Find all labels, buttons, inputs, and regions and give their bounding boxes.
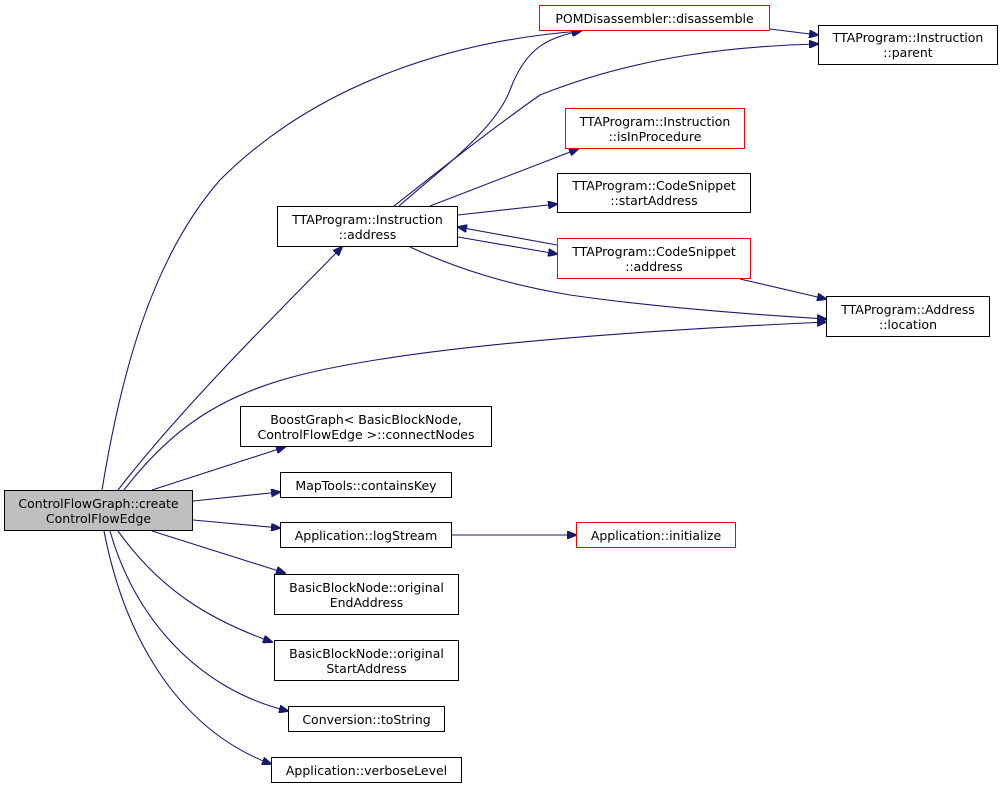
node-label-line1: TTAProgram::CodeSnippet — [572, 178, 736, 193]
node-label-line2: ::address — [338, 226, 397, 242]
node-label-line1: TTAProgram::Instruction — [292, 211, 443, 227]
node-label-line2: EndAddress — [329, 594, 404, 610]
node-label-line1: Application::initialize — [590, 527, 722, 543]
node-boostgraph-connectnodes[interactable]: BoostGraph< BasicBlockNode, ControlFlowE… — [240, 406, 492, 447]
node-pomdisassembler-disassemble[interactable]: POMDisassembler::disassemble — [539, 5, 770, 31]
edge-address-to-location — [409, 246, 826, 319]
edge-address-to-snippet-startaddress — [457, 204, 557, 216]
edge-root-to-startaddress — [117, 530, 272, 642]
node-label-line2: ::location — [878, 316, 938, 332]
node-label-line2: ControlFlowEdge — [45, 510, 152, 526]
node-label-line1: TTAProgram::Instruction — [579, 113, 731, 129]
edge-root-to-pom-disassemble — [101, 31, 581, 491]
node-codesnippet-address[interactable]: TTAProgram::CodeSnippet ::address — [557, 238, 751, 279]
node-label-line2: ControlFlowEdge >::connectNodes — [257, 426, 475, 442]
node-label-line2: ::address — [625, 258, 683, 274]
node-application-initialize[interactable]: Application::initialize — [576, 522, 736, 548]
edge-root-to-tostring — [109, 530, 288, 711]
node-conversion-tostring[interactable]: Conversion::toString — [288, 706, 445, 732]
node-basicblocknode-originalstartaddress[interactable]: BasicBlockNode::original StartAddress — [274, 640, 459, 681]
node-label-line1: BasicBlockNode::original — [289, 645, 444, 661]
node-label-line2: ::startAddress — [610, 193, 698, 208]
node-label-line1: POMDisassembler::disassemble — [555, 10, 754, 26]
node-application-verboselevel[interactable]: Application::verboseLevel — [271, 757, 462, 783]
node-label-line1: Application::logStream — [294, 527, 438, 543]
edge-address-to-isinprocedure — [429, 149, 578, 207]
node-instruction-isinprocedure[interactable]: TTAProgram::Instruction ::isInProcedure — [565, 108, 745, 149]
node-label-line1: TTAProgram::Instruction — [832, 30, 984, 45]
node-instruction-address[interactable]: TTAProgram::Instruction ::address — [277, 206, 458, 247]
node-basicblocknode-originalendaddress[interactable]: BasicBlockNode::original EndAddress — [274, 574, 459, 615]
edge-pom-to-parent — [769, 28, 818, 35]
node-label-line1: BoostGraph< BasicBlockNode, — [270, 411, 462, 427]
edge-root-to-instruction-address — [117, 247, 342, 491]
edge-snippet-address-to-address — [458, 227, 558, 246]
edge-address-to-snippet-address — [457, 236, 557, 254]
node-label-line1: Conversion::toString — [302, 711, 431, 727]
edge-root-to-connectnodes — [151, 447, 285, 491]
node-maptools-containskey[interactable]: MapTools::containsKey — [280, 472, 452, 498]
edge-snippet-address-to-location — [739, 278, 826, 299]
node-label-line2: StartAddress — [326, 660, 407, 676]
node-label-line1: ControlFlowGraph::create — [18, 495, 179, 511]
node-label-line1: TTAProgram::Address — [841, 301, 975, 317]
node-label-line1: BasicBlockNode::original — [289, 579, 444, 595]
node-controlflowgraph-create-controlflowedge: ControlFlowGraph::create ControlFlowEdge — [4, 490, 193, 531]
node-instruction-parent[interactable]: TTAProgram::Instruction ::parent — [818, 25, 998, 65]
edge-root-to-endaddress — [151, 530, 285, 573]
node-label-line1: TTAProgram::CodeSnippet — [572, 243, 736, 259]
edge-root-to-logstream — [192, 519, 280, 528]
node-codesnippet-startaddress[interactable]: TTAProgram::CodeSnippet ::startAddress — [557, 173, 751, 213]
node-address-location[interactable]: TTAProgram::Address ::location — [826, 296, 990, 337]
node-application-logstream[interactable]: Application::logStream — [280, 522, 452, 548]
edge-root-to-verboselevel — [103, 530, 271, 764]
edge-root-to-address-location — [123, 322, 826, 491]
node-label-line1: Application::verboseLevel — [285, 762, 448, 778]
edge-address-to-pom-disassemble — [398, 31, 581, 207]
edge-root-to-containskey — [192, 492, 280, 502]
node-label-line2: ::isInProcedure — [608, 128, 702, 144]
edge-address-to-parent — [393, 44, 818, 207]
node-label-line1: MapTools::containsKey — [295, 477, 437, 493]
node-label-line2: ::parent — [883, 45, 933, 60]
